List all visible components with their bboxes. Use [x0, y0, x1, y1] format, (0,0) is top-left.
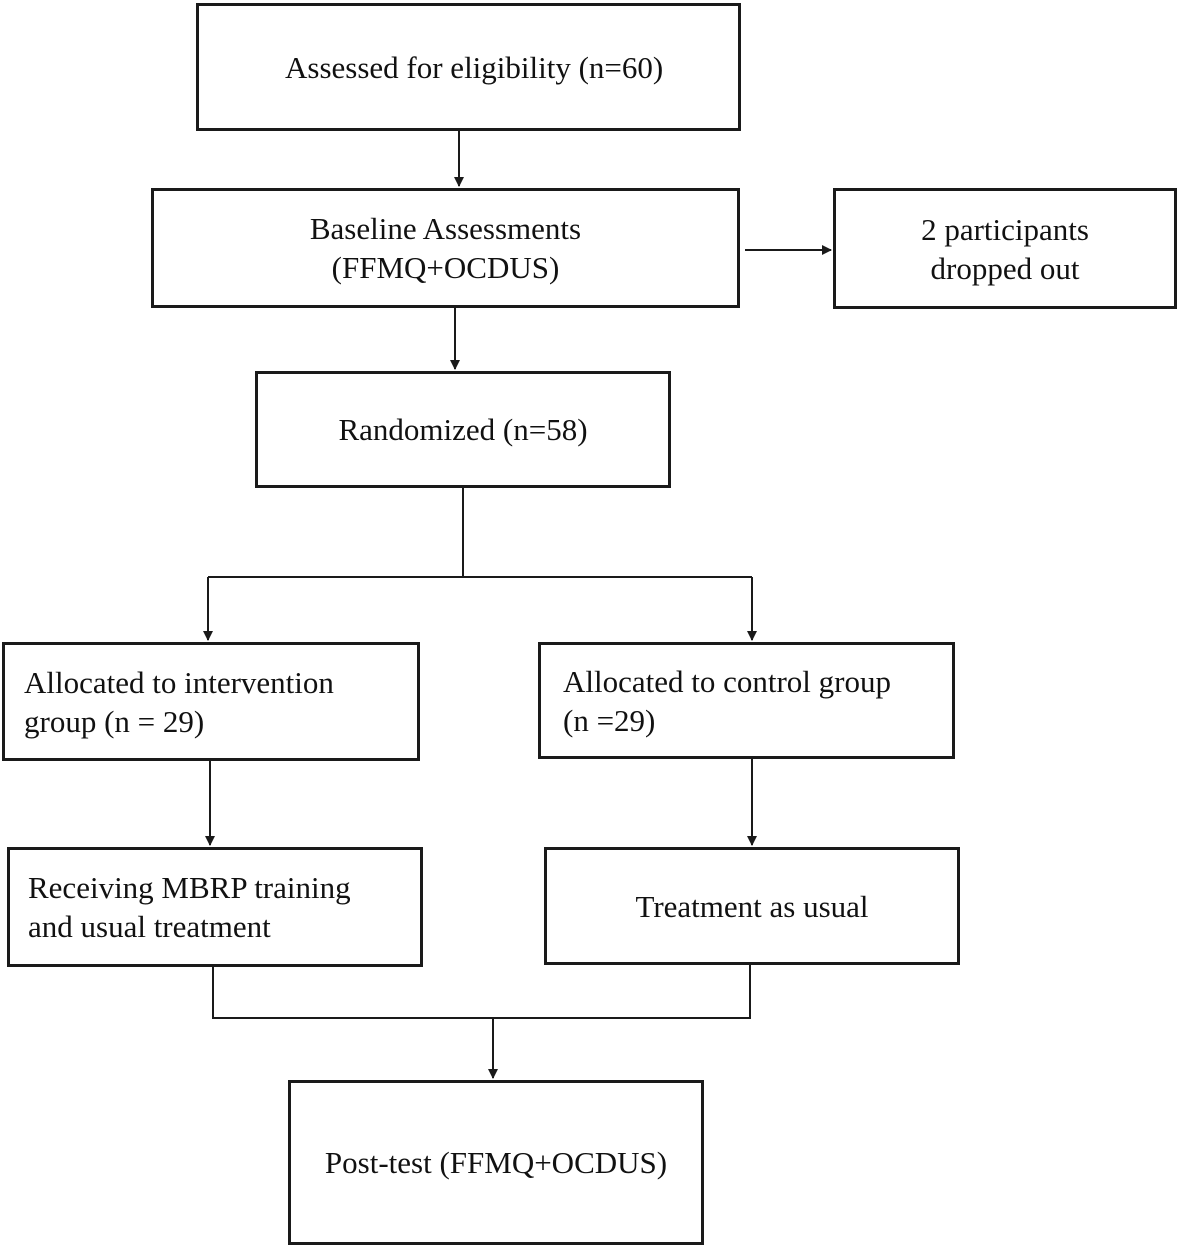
- assessed-for-eligibility-box: Assessed for eligibility (n=60): [196, 3, 741, 131]
- treatment-as-usual-box: Treatment as usual: [544, 847, 960, 965]
- control-group-box: Allocated to control group (n =29): [538, 642, 955, 759]
- assessed-line-1: Assessed for eligibility (n=60): [285, 49, 664, 85]
- mbrp-line-2: and usual treatment: [28, 909, 271, 944]
- post-line-1: Post-test (FFMQ+OCDUS): [324, 1145, 668, 1180]
- tau-line-1: Treatment as usual: [635, 888, 869, 924]
- control-line-1: Allocated to control group: [563, 663, 891, 699]
- dropped-out-box: 2 participants dropped out: [833, 188, 1177, 309]
- randomized-line-1: Randomized (n=58): [338, 412, 588, 447]
- mbrp-line-1: Receiving MBRP training: [28, 870, 351, 905]
- intervention-group-box: Allocated to intervention group (n = 29): [2, 642, 420, 761]
- randomized-box: Randomized (n=58): [255, 371, 671, 488]
- merge-connector: [212, 965, 751, 1019]
- post-test-box: Post-test (FFMQ+OCDUS): [288, 1080, 704, 1245]
- intervention-line-1: Allocated to intervention: [24, 664, 334, 700]
- intervention-line-2: group (n = 29): [24, 703, 205, 739]
- dropped-line-2: dropped out: [930, 250, 1080, 286]
- control-line-2: (n =29): [563, 702, 656, 738]
- mbrp-training-box: Receiving MBRP training and usual treatm…: [7, 847, 423, 967]
- baseline-line-1: Baseline Assessments: [309, 211, 582, 246]
- dropped-line-1: 2 participants: [921, 211, 1089, 247]
- baseline-assessments-box: Baseline Assessments (FFMQ+OCDUS): [151, 188, 740, 308]
- baseline-line-2: (FFMQ+OCDUS): [331, 250, 560, 285]
